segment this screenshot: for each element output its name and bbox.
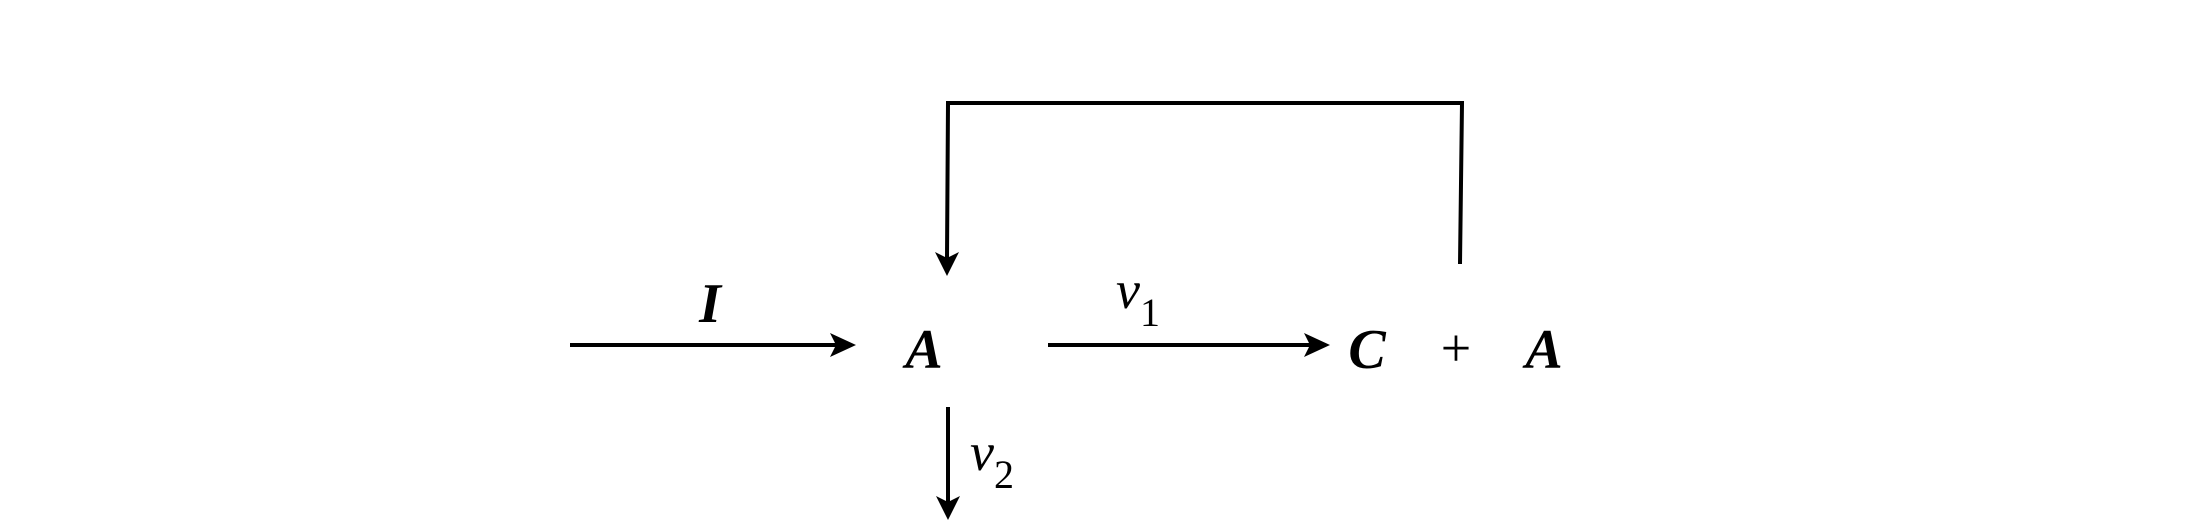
rate-v1-symbol: v — [1116, 260, 1140, 320]
rate-v1-subscript: 1 — [1140, 290, 1160, 335]
input-arrow — [570, 333, 856, 357]
species-A-left: A — [902, 319, 942, 381]
degradation-arrow-v2 — [936, 407, 960, 520]
reaction-arrow-v1 — [1048, 333, 1330, 357]
feedback-loop-arrow — [935, 101, 1465, 276]
input-label-I: I — [698, 273, 723, 335]
rate-label-v1: v1 — [1116, 260, 1160, 335]
species-A-right: A — [1522, 319, 1562, 381]
rate-v2-subscript: 2 — [994, 452, 1014, 497]
product-C: C — [1348, 319, 1386, 381]
plus-sign: + — [1441, 318, 1471, 378]
rate-label-v2: v2 — [970, 422, 1014, 497]
rate-v2-symbol: v — [970, 422, 994, 482]
